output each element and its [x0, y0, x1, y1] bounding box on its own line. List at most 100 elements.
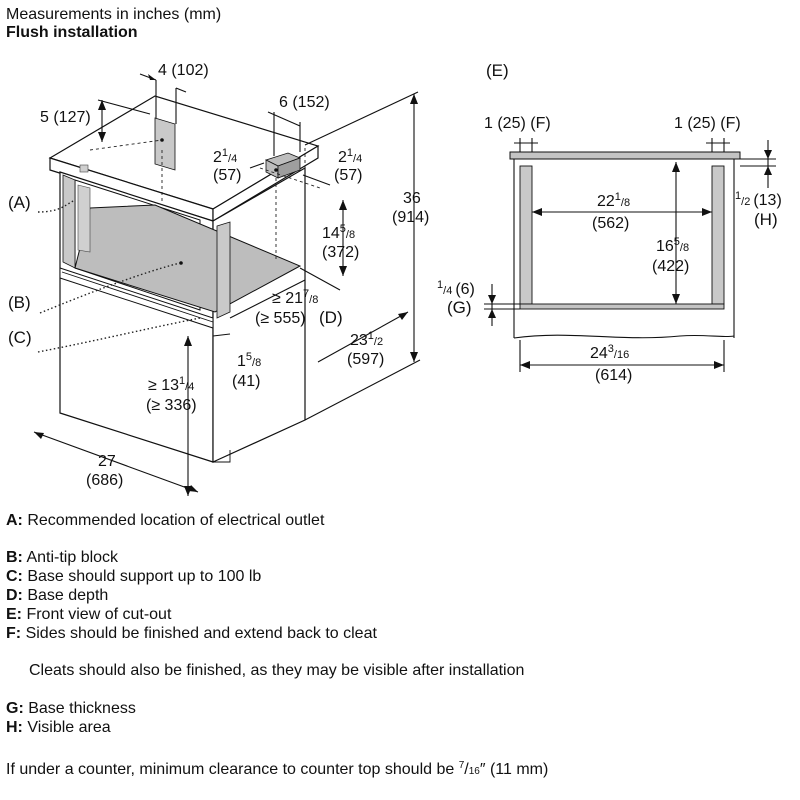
callout-d: (D): [319, 308, 343, 327]
dim-text-24-mm: (614): [595, 367, 632, 384]
base-shelf: [74, 204, 302, 313]
dim-24-arrow-l: [520, 361, 530, 369]
legend-item-e: E: Front view of cut-out: [6, 606, 172, 623]
dim-text-4: 4 (102): [158, 62, 209, 79]
dim-text-1314-mm: (≥ 336): [146, 397, 197, 414]
base-dot: [179, 261, 183, 265]
dim-text-214-right-mm: (57): [334, 167, 362, 184]
cabinet-toe: [213, 450, 231, 463]
outlet-location-rect: [154, 117, 176, 171]
dim-h-arrow-1: [764, 150, 772, 159]
dim-1314-arrow-up: [184, 336, 192, 346]
dim-text-158: 15/8: [237, 351, 261, 370]
dim-158-line: [212, 333, 231, 337]
side-view: 4 (102) 5 (127) 6 (152) 21/4 (57) 21/4 (…: [8, 62, 429, 496]
dim-1458-arrow-up: [339, 200, 347, 210]
dim-5-ext: [97, 99, 151, 115]
dim-36-arrow-up: [410, 94, 418, 104]
dim-text-1658-mm: (422): [652, 258, 689, 275]
dim-2178-line: [229, 279, 306, 319]
dim-text-36: 36: [403, 190, 421, 207]
dim-text-f-left: 1 (25) (F): [484, 115, 551, 132]
legend-item-d: D: Base depth: [6, 587, 109, 604]
legend-item-h: H: Visible area: [6, 719, 111, 736]
counter-clearance-footnote: If under a counter, minimum clearance to…: [6, 760, 549, 778]
hidden-line-2: [89, 139, 163, 151]
legend-item-b: B: Anti-tip block: [6, 549, 119, 566]
dim-4-arrow: [148, 74, 156, 80]
dim-text-1458: 145/8: [322, 223, 355, 242]
base-shelf: [519, 303, 725, 310]
dim-g-arrow-1: [488, 295, 496, 304]
callout-a: (A): [8, 193, 31, 212]
dim-text-g: 1/4(6): [437, 279, 475, 298]
dim-1458-arrow-down: [339, 266, 347, 276]
dim-text-158-mm: (41): [232, 373, 260, 390]
leader-b: [39, 262, 181, 314]
dim-text-6: 6 (152): [279, 94, 330, 111]
dim-24-arrow-r: [714, 361, 724, 369]
dim-27-line: [33, 431, 199, 493]
dim-text-2312-mm: (597): [347, 351, 384, 368]
dim-text-214-left-mm: (57): [213, 167, 241, 184]
dim-36-ext-top: [304, 91, 419, 146]
right-side-panel: [216, 221, 231, 319]
legend-item-f: F: Sides should be finished and extend b…: [6, 625, 377, 642]
callout-h: (H): [754, 210, 778, 229]
dim-text-214-left: 21/4: [213, 147, 237, 166]
dim-27-arrow-l: [34, 432, 44, 439]
dim-2312-arrow: [398, 312, 408, 320]
leader-c: [37, 317, 201, 353]
dim-text-2178: ≥ 217/8: [272, 288, 318, 307]
dim-2218-arrow-r: [702, 208, 712, 216]
dim-5-arrow-up: [98, 100, 106, 110]
dim-text-214-right: 21/4: [338, 147, 362, 166]
dim-text-2218: 221/8: [597, 191, 630, 210]
legend-item-a: A: Recommended location of electrical ou…: [6, 512, 325, 529]
dim-2178-ext: [299, 267, 341, 291]
legend-item-g: G: Base thickness: [6, 700, 136, 717]
dim-h-arrow-2: [764, 166, 772, 175]
dim-1658-arrow-down: [672, 294, 680, 304]
frame-bottom-break: [513, 334, 735, 339]
legend-item-c: C: Base should support up to 100 lb: [6, 568, 262, 585]
dim-text-2218-mm: (562): [592, 215, 629, 232]
drawing-canvas: 4 (102) 5 (127) 6 (152) 21/4 (57) 21/4 (…: [8, 61, 782, 496]
dim-text-27-mm: (686): [86, 472, 123, 489]
dim-5-arrow-down: [98, 132, 106, 142]
dim-text-1658: 165/8: [656, 236, 689, 255]
dim-text-24: 243/16: [590, 343, 629, 362]
dim-2218-arrow-l: [532, 208, 542, 216]
dim-text-2178-mm: (≥ 555): [255, 310, 306, 327]
cleat-nub: [79, 164, 89, 173]
dim-text-2312: 231/2: [350, 330, 383, 349]
dim-text-1458-mm: (372): [322, 244, 359, 261]
callout-g: (G): [447, 298, 472, 317]
dim-text-27: 27: [98, 453, 116, 470]
dim-text-1314: ≥ 131/4: [148, 375, 194, 394]
right-side-panel: [711, 165, 725, 305]
dim-g-arrow-2: [488, 309, 496, 318]
measurement-unit-note: Measurements in inches (mm): [6, 6, 222, 23]
dim-4-ext2: [175, 87, 187, 93]
dim-text-36-mm: (914): [392, 209, 429, 226]
callout-b: (B): [8, 293, 31, 312]
leader-a: [37, 199, 76, 213]
dim-36-arrow-down: [410, 352, 418, 362]
top-cleat: [509, 151, 741, 160]
dim-214-right: [302, 174, 331, 186]
dim-6-line: [267, 111, 301, 127]
dim-214-left: [249, 162, 265, 169]
base-front-edge: [59, 267, 214, 329]
hidden-line-4: [259, 167, 321, 189]
dim-27-arrow-r: [188, 485, 198, 492]
dim-2312-line: [317, 311, 409, 363]
front-view-label: (E): [486, 61, 509, 80]
installation-type-title: Flush installation: [6, 24, 138, 41]
front-view: (E): [437, 61, 782, 384]
left-side-panel: [519, 165, 533, 305]
left-inner-wall: [77, 184, 91, 253]
dim-1658-arrow-up: [672, 162, 680, 172]
dim-text-h: 1/2(13): [735, 190, 782, 209]
